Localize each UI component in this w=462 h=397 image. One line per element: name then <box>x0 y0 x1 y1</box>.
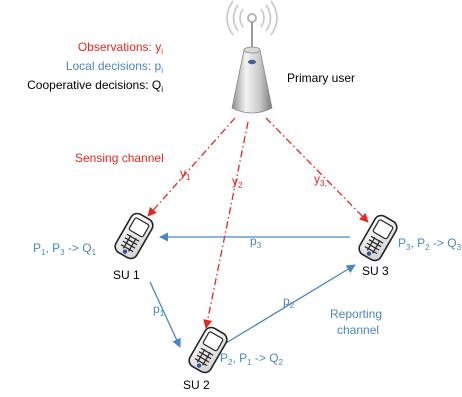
sensing-link-su2 <box>203 121 249 329</box>
su1-fusion-label: P1, P3 -> Q1 <box>33 241 97 257</box>
su2-phone-icon <box>188 326 228 374</box>
su3-fusion-label: P3, P2 -> Q3 <box>398 236 462 252</box>
su2-fusion-label: P2, P1 -> Q2 <box>220 351 284 367</box>
primary-user-label: Primary user <box>287 71 355 85</box>
su3-label: SU 3 <box>362 264 389 278</box>
reporting-channel-label-line1: Reporting <box>330 307 382 321</box>
legend-cooperative-decisions: Cooperative decisions: Qi <box>27 78 163 94</box>
su3-phone-icon <box>358 214 398 262</box>
primary-user-tower-icon <box>226 0 278 114</box>
legend-observations: Observations: yi <box>78 40 163 56</box>
report-label-p1: p1 <box>153 302 165 318</box>
su1-label: SU 1 <box>113 268 140 282</box>
report-label-p2: p2 <box>283 294 295 310</box>
sensing-label-y1: y1 <box>180 166 191 182</box>
sensing-link-su1 <box>147 117 236 217</box>
sensing-label-y3: y3, <box>314 172 327 188</box>
su1-phone-icon <box>114 212 154 260</box>
legend-local-decisions: Local decisions: pi <box>66 59 163 75</box>
report-link-p1 <box>149 281 181 348</box>
sensing-link-su3 <box>265 117 369 223</box>
reporting-channel-label-line2: channel <box>337 323 379 337</box>
report-link-p2 <box>225 264 356 344</box>
sensing-channel-label: Sensing channel <box>75 151 164 165</box>
sensing-label-y2: y2 <box>232 174 243 190</box>
report-label-p3: p3 <box>250 234 262 250</box>
su2-label: SU 2 <box>183 378 210 392</box>
